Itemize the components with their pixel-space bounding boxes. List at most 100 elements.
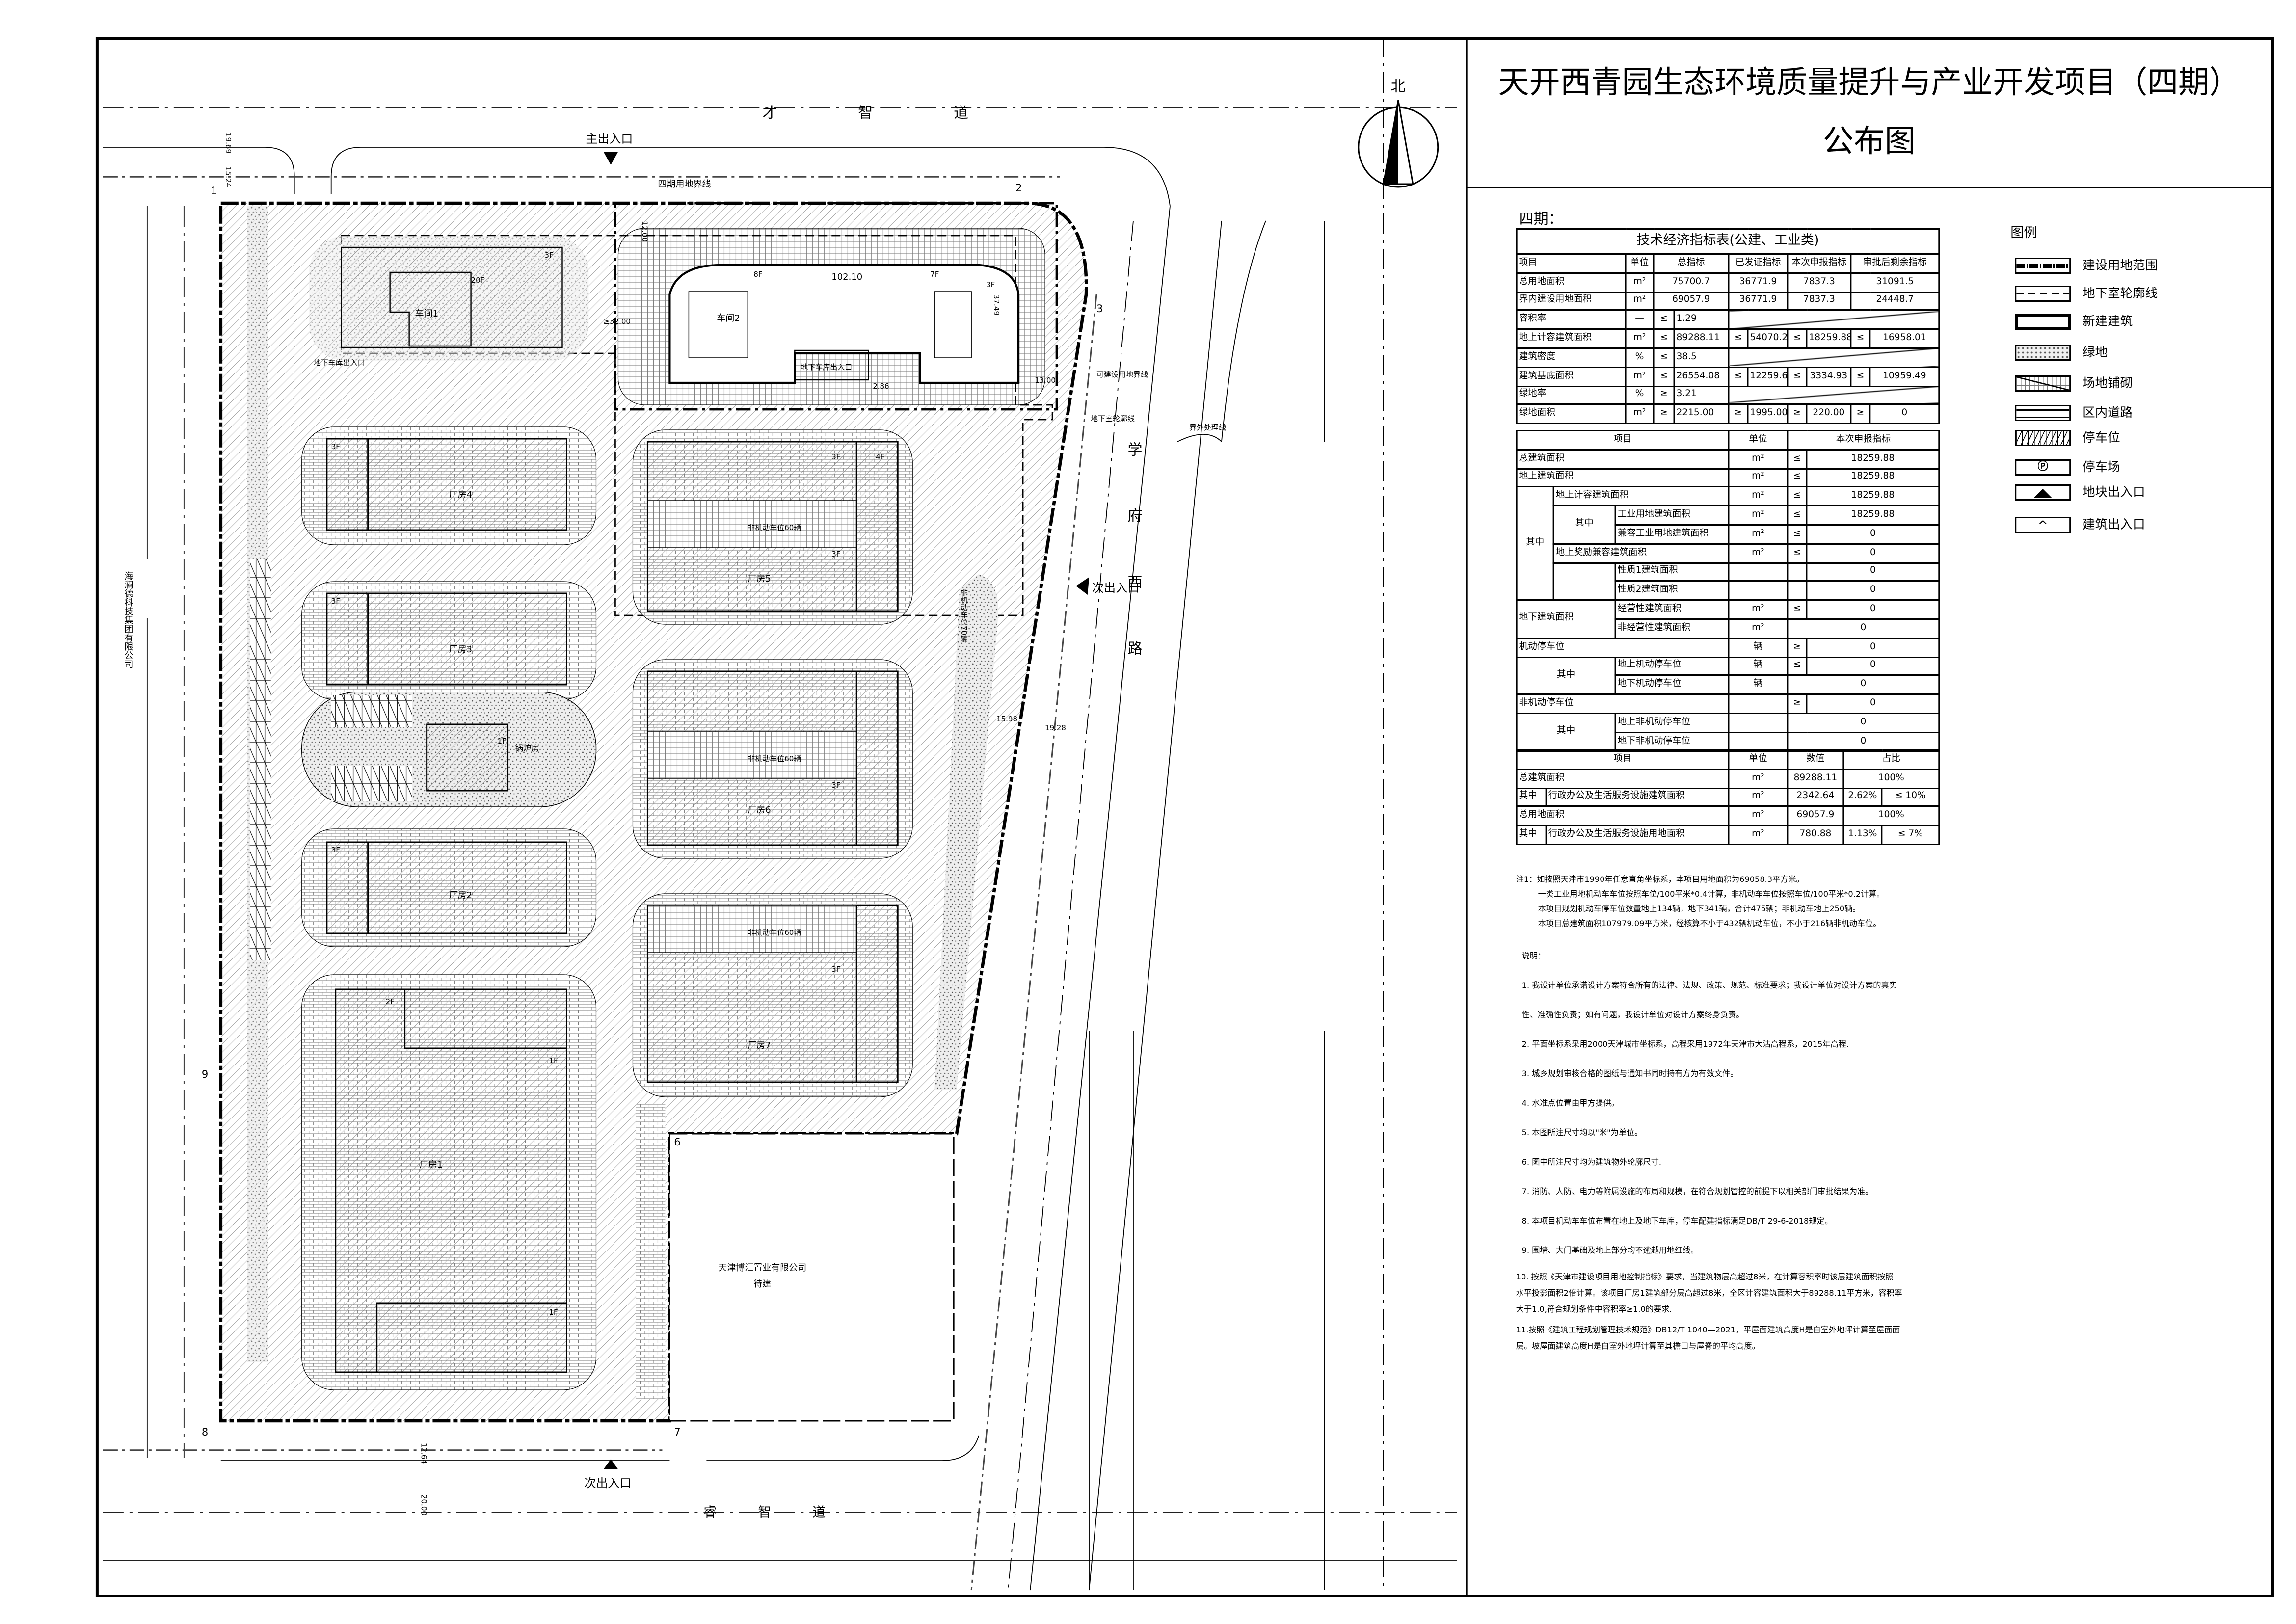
cell: 兼容工业用地建筑面积: [1614, 524, 1730, 545]
factory-4-label: 厂房4: [449, 490, 472, 500]
cell: ≤: [1787, 599, 1808, 620]
cell: m²: [1728, 618, 1789, 639]
note-item: 2. 平面坐标系采用2000天津城市坐标系，高程采用1972年天津市大沽高程系，…: [1522, 1041, 1849, 1050]
header-cell: 项目: [1516, 253, 1627, 274]
green-space-icon: [2015, 345, 2071, 361]
cell: 0: [1806, 561, 1940, 583]
road-north: 才智道: [762, 105, 1049, 122]
cell: 其中: [1552, 505, 1616, 545]
cell: %: [1625, 347, 1655, 368]
point-label: 6: [674, 1136, 680, 1148]
note-line: 本项目规划机动车停车位数量地上134辆，地下341辆，合计475辆；非机动车地上…: [1538, 905, 1861, 914]
cell: 18259.88: [1806, 467, 1940, 488]
notes: 注1：如按照天津市1990年任意直角坐标系，本项目用地面积为69058.3平方米…: [1516, 877, 1958, 1360]
table-header: 项目 单位 总指标 已发证指标 本次申报指标 审批后剩余指标: [1516, 253, 1940, 274]
cell: m²: [1728, 599, 1789, 620]
cell: ≤: [1787, 656, 1808, 677]
dimension-label: ≥32.00: [603, 317, 630, 326]
cell: 其中: [1516, 787, 1547, 808]
cell: 地下非机动停车位: [1614, 731, 1730, 752]
cell: 建筑密度: [1516, 347, 1627, 368]
bike-parking-label: 非机动车位70辆: [960, 589, 968, 642]
buildable-line-label: 可建设用地界线: [1096, 370, 1148, 379]
cell: [1787, 561, 1808, 583]
garage-entry-label: 地下车库出入口: [801, 363, 852, 372]
note-item: 性、准确性负责；如有问题，我设计单位对设计方案终身负责。: [1522, 1012, 1744, 1020]
cell: 地下机动停车位: [1614, 675, 1730, 695]
cell: %: [1625, 385, 1655, 406]
cell: 工业用地建筑面积: [1614, 505, 1730, 526]
cell: 0: [1787, 712, 1940, 733]
header-cell: 已发证指标: [1728, 253, 1789, 274]
road-east: 学府西路: [1125, 442, 1142, 707]
header-cell: 占比: [1842, 749, 1940, 770]
cell: 其中: [1516, 712, 1616, 752]
cell: ≥: [1850, 404, 1871, 425]
cell: 总用地面积: [1516, 806, 1730, 826]
legend-label: 地块出入口: [2082, 486, 2145, 501]
dimension-label: 37.49: [992, 294, 1001, 316]
cell: ≥: [1653, 385, 1675, 406]
cell: 89288.11: [1673, 328, 1730, 349]
cell: 经营性建筑面积: [1614, 599, 1730, 620]
cell: [1728, 561, 1789, 583]
table-row: 建筑基底面积m²≤26554.08≤12259.66≤3334.93≤10959…: [1516, 366, 1940, 387]
legend-label: 建筑出入口: [2082, 518, 2145, 533]
floor-label: 7F: [930, 270, 939, 279]
floor-label: 3F: [986, 280, 995, 289]
plot-entrance-icon: [2015, 484, 2071, 501]
cell: 其中: [1516, 656, 1616, 695]
phase4-boundary: [614, 202, 1058, 411]
cell: 36771.9: [1728, 291, 1789, 312]
workshop-2-label: 车间2: [717, 313, 740, 323]
cell: ≤: [1787, 505, 1808, 526]
cell: 其中: [1516, 486, 1554, 601]
cell: m²: [1625, 366, 1655, 387]
cell: 69057.9: [1653, 291, 1730, 312]
table-row: 绿地率%≥3.21: [1516, 385, 1940, 406]
note-item: 8. 本项目机动车车位布置在地上及地下车库，停车配建指标满足DB/T 29-6-…: [1522, 1218, 1833, 1226]
garage-entry-label: 地下车库出入口: [314, 358, 365, 367]
cell: [1787, 581, 1808, 601]
dimension-label: 102.10: [831, 272, 862, 282]
floor-label: 20F: [471, 276, 485, 285]
cell: [1728, 693, 1789, 714]
cell: 0: [1787, 675, 1940, 695]
floor-label: 3F: [831, 550, 840, 559]
cell: m²: [1728, 543, 1789, 563]
point-label: 8: [202, 1426, 208, 1438]
note-line: 本项目总建筑面积107979.09平方米，经核算不小于432辆机动车位，不小于2…: [1538, 920, 1881, 929]
factory-7-label: 厂房7: [748, 1040, 771, 1051]
south-entrance-label: 次出入口: [584, 1476, 631, 1490]
cell: ≤ 10%: [1881, 787, 1940, 808]
cell: 地下建筑面积: [1516, 599, 1616, 639]
cell: 2.62%: [1842, 787, 1883, 808]
cell: ≤: [1850, 366, 1871, 387]
cell: 0: [1806, 581, 1940, 601]
table-row: 非机动停车位≥0: [1516, 693, 1940, 714]
cell: 绿地率: [1516, 385, 1627, 406]
notes-title: 说明：: [1522, 953, 1546, 961]
cell: 1995.00: [1747, 404, 1789, 425]
dimension-label: 12.64: [420, 1443, 428, 1464]
sheet-title: 公布图: [1822, 124, 1916, 159]
dimension-label: 15.98: [996, 715, 1017, 723]
dimension-label: 15.24: [224, 166, 233, 187]
paving-icon: [2015, 375, 2071, 392]
legend-label: 场地铺砌: [2082, 377, 2133, 392]
cell: m²: [1625, 272, 1655, 293]
header-cell: 项目: [1516, 430, 1730, 451]
boiler-house: [426, 723, 509, 792]
